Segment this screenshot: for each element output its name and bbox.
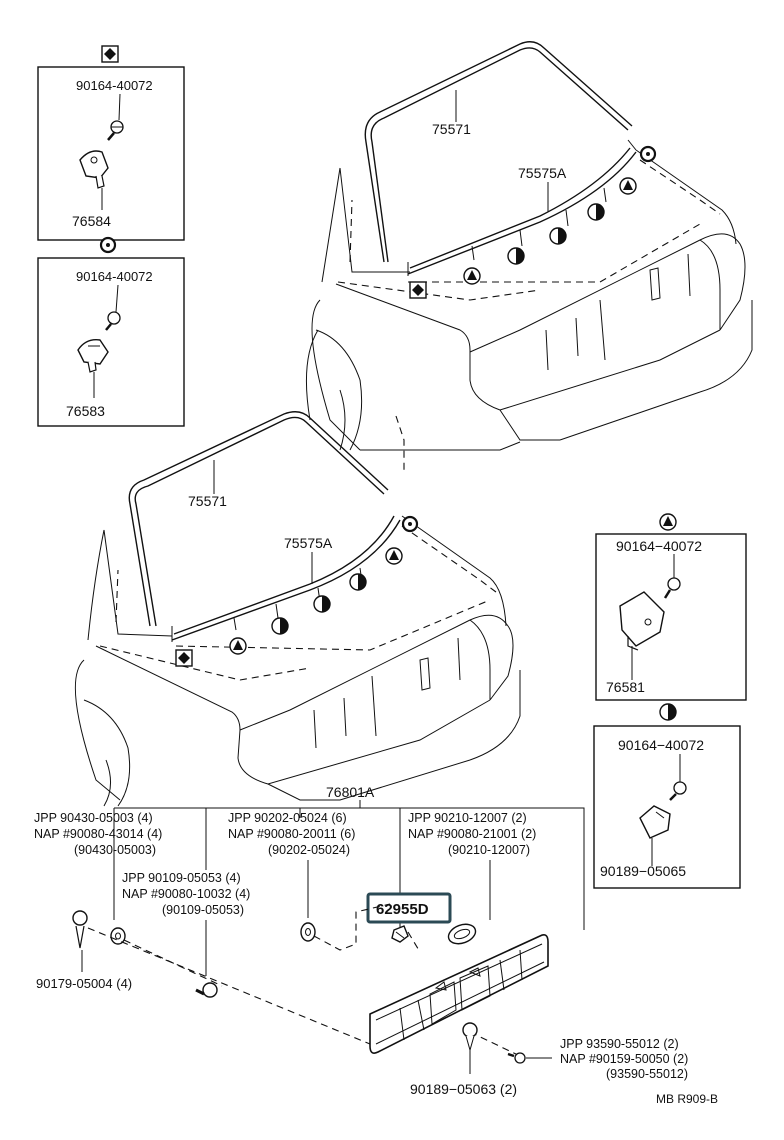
callout-line: NAP #90080-43014 (4) — [34, 827, 162, 841]
callout-90202-05024: JPP 90202-05024 (6) NAP #90080-20011 (6)… — [228, 811, 359, 857]
label-90164-40072-c: 90164−40072 — [616, 538, 702, 554]
callout-93590-55012: JPP 93590-55012 (2) NAP #90159-50050 (2)… — [560, 1037, 692, 1081]
half-circle-icon — [313, 595, 331, 613]
clip-76584-icon — [79, 150, 109, 189]
half-circle-icon — [507, 247, 525, 265]
label-90164-40072-d: 90164−40072 — [618, 737, 704, 753]
car-rear-view-middle — [74, 411, 521, 807]
car-rear-view-top — [305, 41, 753, 470]
screw-icon — [669, 781, 687, 801]
clip-box-90189-05065: 90164−40072 90189−05065 — [593, 703, 741, 889]
triangle-icon — [229, 637, 247, 655]
clip-box-76583: 90164-40072 76583 — [37, 236, 185, 427]
screw-icon — [105, 311, 121, 331]
label-76581: 76581 — [606, 679, 645, 695]
half-circle-icon — [659, 703, 677, 721]
callout-line: JPP 93590-55012 (2) — [560, 1037, 679, 1051]
callout-90109-05053: JPP 90109-05053 (4) NAP #90080-10032 (4)… — [122, 871, 254, 917]
diagram-code: MB R909-B — [656, 1092, 718, 1106]
half-circle-icon — [349, 573, 367, 591]
label-75575A-middle: 75575A — [284, 535, 333, 551]
clip-box-76584: 90164-40072 76584 — [37, 45, 185, 241]
back-door-garnish-panel — [369, 934, 549, 1054]
label-76583: 76583 — [66, 403, 105, 419]
callout-line: NAP #90080-20011 (6) — [228, 827, 355, 841]
washer-icon — [300, 922, 316, 942]
nut-icon — [72, 910, 88, 949]
triangle-icon — [619, 177, 637, 195]
triangle-icon — [385, 547, 403, 565]
diamond-icon — [101, 45, 119, 63]
callout-line: (90210-12007) — [448, 843, 530, 857]
label-75571-top: 75571 — [432, 121, 471, 137]
label-75575A-top: 75575A — [518, 165, 567, 181]
clip-90189-05065-icon — [639, 805, 671, 839]
diamond-icon — [175, 649, 193, 667]
diamond-icon — [409, 281, 427, 299]
clip-62955D-icon — [391, 925, 409, 943]
clip-76583-icon — [77, 339, 109, 373]
screw-icon — [107, 120, 124, 141]
triangle-icon — [463, 267, 481, 285]
grommet-icon — [447, 923, 477, 945]
callout-line: NAP #90080-21001 (2) — [408, 827, 536, 841]
callout-line: (90430-05003) — [74, 843, 156, 857]
ring-icon — [401, 515, 419, 533]
label-75571-middle: 75571 — [188, 493, 227, 509]
callout-line: (90202-05024) — [268, 843, 350, 857]
highlight-box-62955D — [366, 892, 452, 924]
screw-icon — [507, 1052, 526, 1064]
screw-icon — [663, 577, 681, 599]
callout-line: NAP #90080-10032 (4) — [122, 887, 250, 901]
callout-line: (90109-05053) — [162, 903, 244, 917]
clip-box-76581: 90164−40072 76581 — [595, 513, 747, 701]
ring-icon — [99, 236, 117, 254]
label-76584: 76584 — [72, 213, 111, 229]
label-90189-05063: 90189−05063 (2) — [410, 1081, 517, 1097]
callout-90210-12007: JPP 90210-12007 (2) NAP #90080-21001 (2)… — [408, 811, 540, 857]
half-circle-icon — [271, 617, 289, 635]
callout-line: JPP 90109-05053 (4) — [122, 871, 241, 885]
clip-90189-05063-icon — [462, 1022, 478, 1052]
label-76801A: 76801A — [326, 784, 375, 800]
callout-line: JPP 90202-05024 (6) — [228, 811, 347, 825]
label-90189-05065: 90189−05065 — [600, 863, 686, 879]
callout-line: (93590-55012) — [606, 1067, 688, 1081]
callout-line: JPP 90210-12007 (2) — [408, 811, 527, 825]
callout-line: NAP #90159-50050 (2) — [560, 1052, 688, 1066]
callout-line: JPP 90430-05003 (4) — [34, 811, 153, 825]
washer-icon — [110, 927, 126, 945]
ring-icon — [639, 145, 657, 163]
triangle-icon — [659, 513, 677, 531]
label-62955D: 62955D — [376, 901, 429, 918]
clip-76581-icon — [619, 591, 665, 651]
bolt-icon — [195, 982, 218, 998]
callout-90430-05003: JPP 90430-05003 (4) NAP #90080-43014 (4)… — [34, 811, 166, 857]
half-circle-icon — [549, 227, 567, 245]
label-90164-40072-a: 90164-40072 — [76, 78, 153, 93]
label-90164-40072-b: 90164-40072 — [76, 269, 153, 284]
half-circle-icon — [587, 203, 605, 221]
label-90179-05004: 90179-05004 (4) — [36, 976, 132, 991]
